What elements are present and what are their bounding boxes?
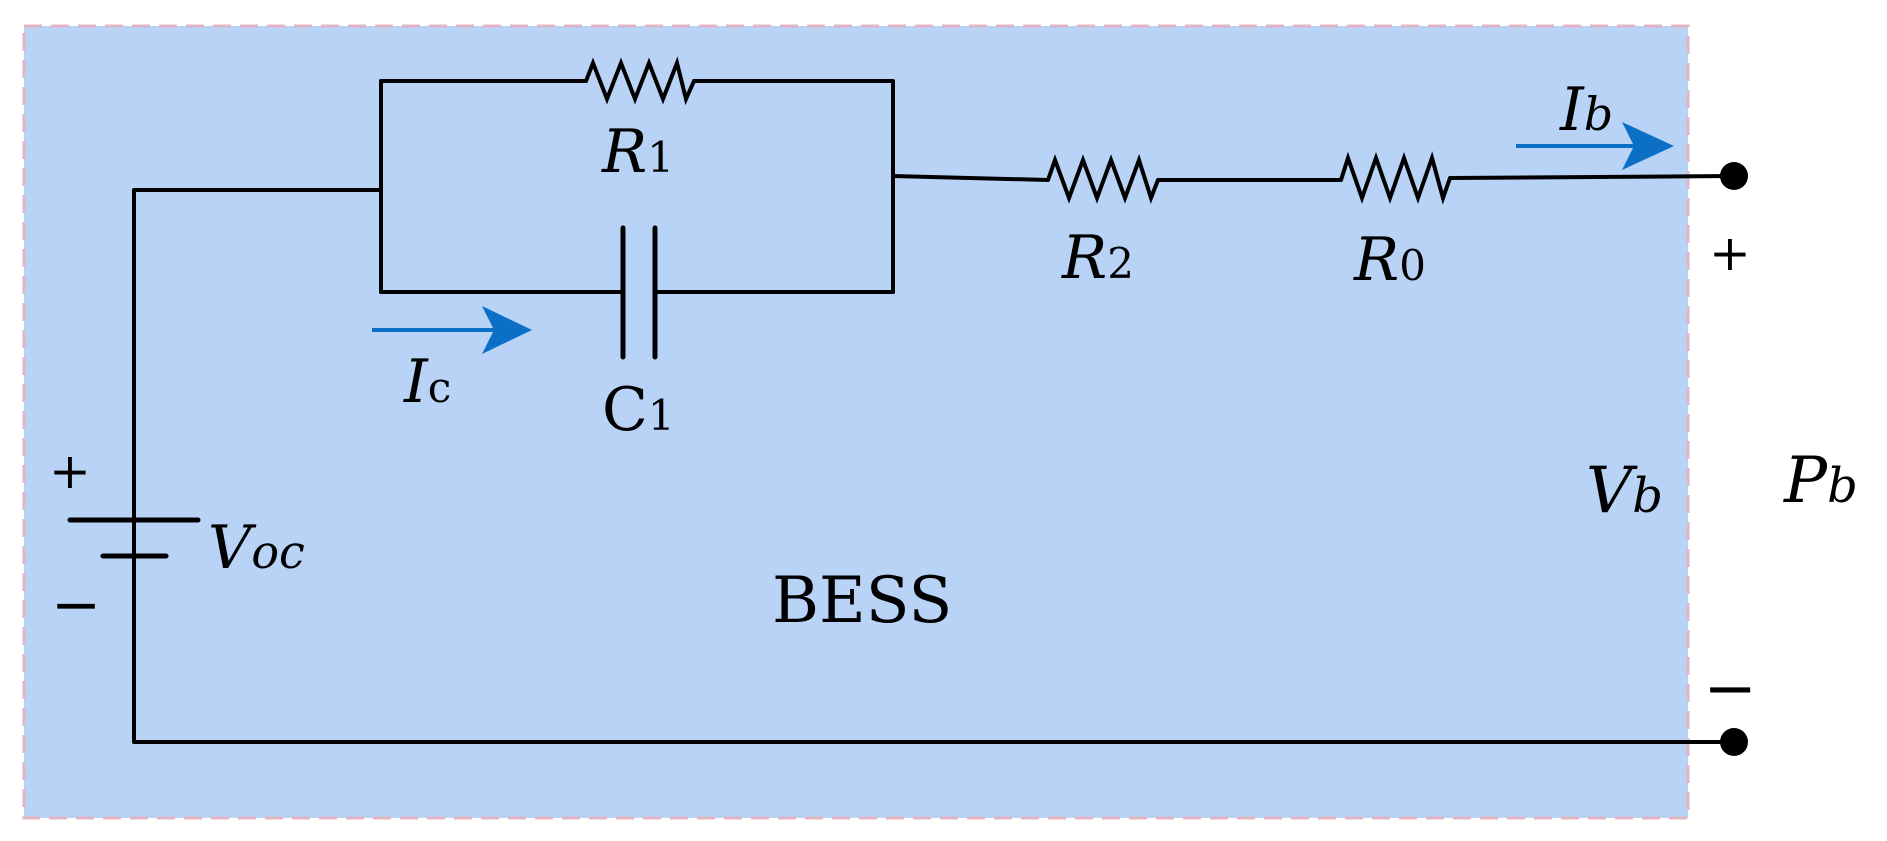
terminal-negative <box>1720 728 1748 756</box>
label-ic: Ic <box>403 347 451 417</box>
terminal-minus-sign: − <box>1703 652 1757 726</box>
label-vb: Vb <box>1586 454 1663 528</box>
current-arrow-ic <box>372 306 532 354</box>
label-r2: R2 <box>1061 223 1134 293</box>
resistor-r2 <box>1046 153 1160 205</box>
wires <box>132 79 1736 744</box>
label-bess: BESS <box>772 564 952 638</box>
label-voc: Voc <box>208 513 305 583</box>
label-c1: C1 <box>602 375 675 445</box>
source-minus-sign: − <box>51 570 101 640</box>
battery-voc <box>67 517 201 559</box>
label-pb: Pb <box>1783 444 1858 518</box>
label-r1: R1 <box>601 117 674 187</box>
capacitor-c1 <box>620 225 658 360</box>
source-plus-sign: + <box>49 442 91 500</box>
current-arrow-ib <box>1516 122 1674 170</box>
terminal-positive <box>1720 162 1748 190</box>
label-r0: R0 <box>1353 225 1426 295</box>
resistor-r0 <box>1339 151 1452 205</box>
bess-block <box>22 24 1690 820</box>
resistor-r1 <box>584 56 696 106</box>
terminal-plus-sign: + <box>1709 224 1751 282</box>
label-ib: Ib <box>1559 75 1613 145</box>
